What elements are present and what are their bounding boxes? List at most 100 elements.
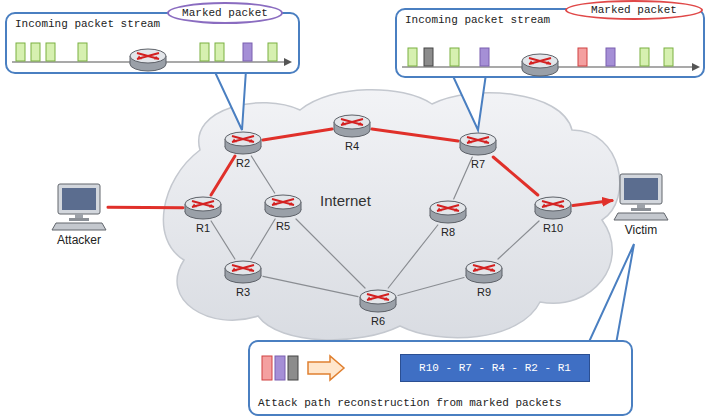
packet — [606, 48, 615, 66]
network-link — [398, 278, 464, 296]
router-icon — [360, 290, 396, 312]
network-link — [263, 276, 358, 296]
tag-text: Marked packet — [591, 4, 677, 16]
packet — [424, 48, 433, 66]
router-node: R2 — [223, 130, 263, 156]
router-label: R1 — [153, 222, 253, 234]
callout-title: Incoming packet stream — [405, 14, 550, 26]
router-icon — [263, 193, 303, 219]
reconstruction-arrow — [308, 356, 344, 380]
attack-path-link — [108, 206, 183, 210]
stream-line — [402, 66, 696, 67]
router-label: R4 — [302, 140, 402, 152]
stream-line — [12, 61, 288, 62]
callout-tail — [588, 244, 634, 344]
router-icon — [464, 259, 504, 285]
router-icon — [430, 201, 466, 223]
marked-packet-tag: Marked packet — [565, 0, 703, 20]
monitor — [620, 174, 662, 204]
packet — [664, 48, 673, 66]
attack-path-link — [263, 129, 332, 140]
callout-title: Attack path reconstruction from marked p… — [258, 397, 562, 409]
network-link — [388, 225, 438, 288]
internet-cloud — [163, 90, 619, 340]
monitor-base — [631, 208, 651, 211]
callout-box: Incoming packet streamMarked packet — [395, 8, 705, 78]
router-icon — [522, 54, 558, 76]
packet — [480, 48, 489, 66]
router-icon — [223, 259, 263, 285]
network-link — [498, 221, 539, 259]
router-label: R2 — [193, 157, 293, 169]
packet — [46, 43, 55, 61]
router-icon — [130, 49, 166, 71]
router-node: R8 — [428, 199, 468, 225]
attack-path-link — [372, 129, 458, 141]
marked-packet — [275, 356, 285, 380]
computer-node: Victim — [612, 172, 670, 222]
router-label: R7 — [428, 158, 528, 170]
marked-packet — [243, 43, 252, 61]
screen — [624, 178, 658, 200]
screen — [62, 188, 96, 210]
router-node: R4 — [332, 113, 372, 139]
router-icon — [458, 131, 498, 157]
router-icon — [185, 197, 221, 219]
reconstruction-callout: Attack path reconstruction from marked p… — [248, 340, 633, 416]
network-link — [454, 157, 473, 199]
router-icon — [358, 288, 398, 314]
packet — [200, 43, 209, 61]
router-icon — [183, 195, 223, 221]
router-node: R6 — [358, 288, 398, 314]
host-label: Attacker — [29, 233, 129, 247]
network-link — [251, 156, 274, 193]
router-icon — [334, 115, 370, 137]
packet — [16, 43, 25, 61]
path-text: R10 - R7 - R4 - R2 - R1 — [419, 362, 571, 374]
router-icon — [332, 113, 372, 139]
router-node: R3 — [223, 259, 263, 285]
router-label: R8 — [398, 226, 498, 238]
packet — [450, 48, 459, 66]
attack-path-link — [493, 157, 538, 195]
router-label: R9 — [434, 286, 534, 298]
marked-packet — [288, 356, 298, 380]
router-node: R1 — [183, 195, 223, 221]
monitor — [58, 184, 100, 214]
router-icon — [460, 133, 496, 155]
keyboard — [52, 223, 106, 230]
network-link — [211, 221, 235, 259]
stream-arrowhead — [284, 58, 292, 66]
keyboard — [614, 213, 668, 220]
router-node: R9 — [464, 259, 504, 285]
router-icon — [428, 199, 468, 225]
monitor-base — [69, 218, 89, 221]
router-icon — [533, 195, 573, 221]
router-icon — [225, 132, 261, 154]
marked-packet — [262, 356, 272, 380]
tag-text: Marked packet — [182, 7, 268, 19]
callout-box: Incoming packet streamMarked packet — [5, 12, 300, 74]
attack-path-box: R10 - R7 - R4 - R2 - R1 — [400, 354, 590, 382]
router-icon — [265, 195, 301, 217]
router-node: R7 — [458, 131, 498, 157]
router-icon — [223, 130, 263, 156]
network-link — [296, 219, 365, 288]
host-label: Victim — [591, 223, 691, 237]
router-icon — [535, 197, 571, 219]
computer-node: Attacker — [50, 182, 108, 232]
marked-packet-tag: Marked packet — [167, 2, 283, 24]
packet — [215, 43, 224, 61]
router-icon — [225, 261, 261, 283]
packet — [408, 48, 417, 66]
marked-packet — [578, 48, 587, 66]
cloud-label: Internet — [320, 192, 371, 209]
router-icon — [466, 261, 502, 283]
packet — [31, 43, 40, 61]
attack-path-link — [211, 156, 235, 195]
stream-arrowhead — [692, 63, 700, 71]
router-node: R10 — [533, 195, 573, 221]
computer-icon — [612, 172, 670, 222]
